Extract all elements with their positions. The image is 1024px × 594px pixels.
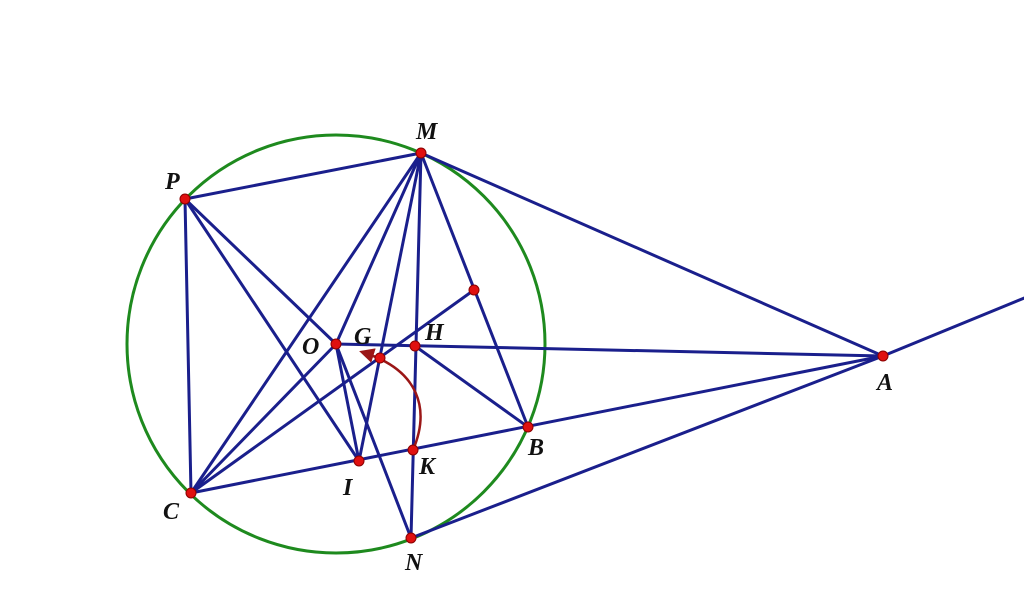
segment-OI: [334, 342, 361, 463]
ray-CA: [881, 296, 1024, 358]
point-I: [353, 455, 365, 467]
label-N: N: [404, 550, 424, 576]
point-K: [407, 444, 419, 456]
point-E: [468, 284, 480, 296]
segment-MO: [334, 151, 423, 346]
label-O: O: [302, 334, 319, 360]
segment-HB: [413, 344, 530, 429]
segment-CE: [189, 288, 476, 495]
circumcircle: [125, 133, 547, 555]
segment-OA: [334, 342, 885, 358]
label-G: G: [354, 324, 372, 350]
point-B: [522, 421, 534, 433]
segment-CO: [189, 342, 338, 495]
point-N: [405, 532, 417, 544]
label-H: H: [424, 320, 445, 346]
point-P: [179, 193, 191, 205]
label-P: P: [164, 169, 180, 195]
label-M: M: [415, 119, 439, 145]
point-M: [415, 147, 427, 159]
segment-PI: [183, 197, 361, 463]
segment-PC: [183, 197, 193, 495]
point-A: [877, 350, 889, 362]
point-G: [374, 352, 386, 364]
segment-MI: [357, 151, 423, 463]
label-C: C: [163, 499, 180, 525]
segment-MA: [419, 151, 885, 358]
segment-CA: [189, 354, 885, 495]
point-O: [330, 338, 342, 350]
segment-PM: [183, 151, 423, 201]
segment-NA: [409, 354, 885, 540]
point-H: [409, 340, 421, 352]
segment-MC: [189, 151, 423, 495]
label-A: A: [875, 370, 893, 396]
segment-ON: [334, 342, 413, 540]
point-C: [185, 487, 197, 499]
label-B: B: [527, 435, 544, 461]
label-K: K: [418, 454, 437, 480]
segment-PO: [183, 197, 338, 346]
label-I: I: [342, 475, 354, 501]
